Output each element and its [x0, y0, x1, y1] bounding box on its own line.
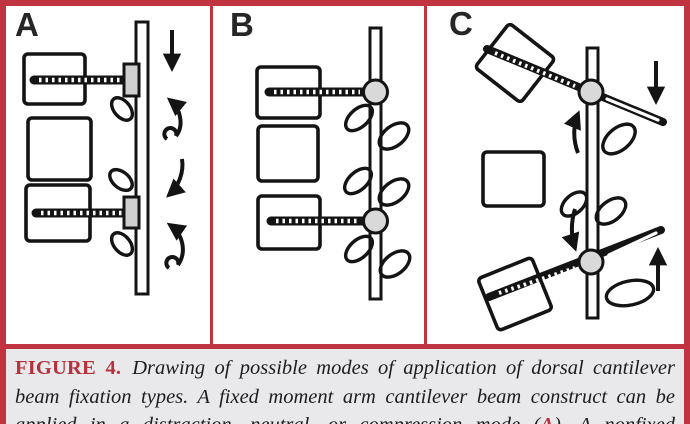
vertebra-middle: [481, 150, 546, 208]
beam-bottom: [485, 226, 665, 301]
caption-text: ). A nonfixed: [554, 414, 675, 424]
up-arrow-top-left: [563, 110, 581, 154]
rod: [368, 26, 383, 301]
panel-b-drawing-nonfixed-moment-arm: [255, 26, 412, 301]
ball-joint-bottom: [577, 248, 605, 276]
screw-bottom: [266, 207, 389, 235]
vertebra-middle: [26, 116, 93, 182]
screw-top: [264, 78, 389, 106]
ball-joint-bottom: [362, 207, 389, 235]
down-arrow-bottom-left: [561, 208, 580, 252]
frame-left: [0, 0, 6, 424]
frame-right: [684, 0, 690, 424]
force-arrows: [162, 30, 188, 270]
force-arrows: [561, 61, 668, 291]
panel-a-label: A: [15, 6, 39, 43]
ball-joint-top: [577, 78, 605, 106]
caption-line-3: applied in a distraction, neutral, or co…: [15, 411, 675, 424]
down-arrow-bottom: [166, 158, 186, 198]
frame-top: [0, 0, 690, 6]
arrow-curl-bottom: [164, 255, 181, 270]
beam-top: [483, 45, 667, 126]
ball-joint-top: [362, 78, 389, 106]
panel-divider-ab: [210, 6, 213, 344]
caption-text: Drawing of possible modes of application…: [132, 357, 676, 379]
vertebra-middle: [256, 124, 320, 183]
panel-a: A: [6, 6, 210, 344]
caption-divider-rule: [0, 344, 690, 349]
panel-b: B: [213, 6, 424, 344]
rotation-loops: [559, 122, 656, 308]
arrow-curl-top: [162, 126, 179, 141]
panel-c-drawing-applied-force-couples: [474, 22, 668, 332]
screw-bottom: [31, 195, 141, 230]
panel-divider-bc: [424, 6, 427, 344]
caption-text: applied in a distraction, neutral, or co…: [15, 414, 540, 424]
panel-strip: A: [6, 6, 684, 344]
figure-number-label: FIGURE 4.: [15, 357, 122, 379]
rotation-loops: [342, 103, 412, 279]
rod: [585, 46, 600, 320]
panel-c: C: [427, 6, 684, 344]
screw-top: [29, 62, 141, 98]
panel-a-drawing-fixed-moment-arm: [22, 20, 188, 296]
panel-a-reference: A: [540, 414, 554, 424]
figure-caption: FIGURE 4. Drawing of possible modes of ap…: [6, 349, 684, 424]
caption-line-2: beam fixation types. A fixed moment arm …: [15, 383, 675, 412]
panel-c-label: C: [449, 5, 473, 42]
caption-line-1: FIGURE 4. Drawing of possible modes of ap…: [15, 354, 675, 383]
caption-text: beam fixation types. A fixed moment arm …: [15, 385, 675, 408]
panel-b-label: B: [230, 6, 254, 43]
clamp-hooks: [108, 96, 135, 257]
